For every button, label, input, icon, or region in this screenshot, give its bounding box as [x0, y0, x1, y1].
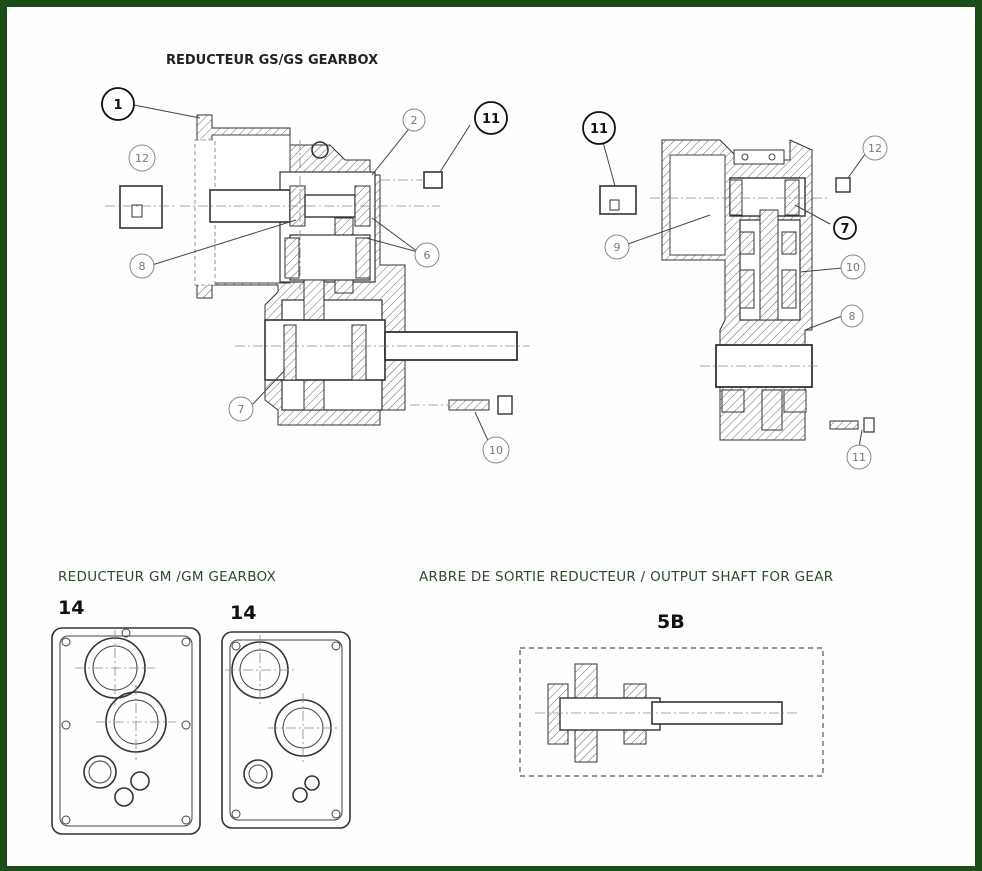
- callout-10: 10: [489, 444, 503, 457]
- callout-1: 1: [113, 98, 122, 113]
- callout-r-12: 12: [868, 142, 882, 155]
- callout-11: 11: [482, 112, 500, 127]
- callouts-right: 11 7 12 9 10 8 11: [582, 111, 888, 470]
- callout-12: 12: [135, 152, 149, 165]
- leader-lines-right: [602, 141, 869, 454]
- gm-gearbox-title: REDUCTEUR GM /GM GEARBOX: [58, 569, 276, 585]
- shaft-label: 5B: [657, 611, 685, 633]
- callout-r-8: 8: [849, 310, 856, 323]
- callout-6: 6: [424, 249, 431, 262]
- callout-2: 2: [411, 114, 418, 127]
- callout-8: 8: [139, 260, 146, 273]
- gm-plate-right: [221, 631, 351, 829]
- leader-lines-left: [133, 104, 491, 446]
- callout-r-10: 10: [846, 261, 860, 274]
- callout-r-9: 9: [614, 241, 621, 254]
- callout-r-7: 7: [840, 222, 849, 237]
- output-shaft-drawing: [519, 647, 824, 777]
- output-shaft-title: ARBRE DE SORTIE REDUCTEUR / OUTPUT SHAFT…: [419, 569, 833, 585]
- callouts-left: 1 11 2 12 8 6 7 10: [101, 87, 510, 464]
- gs-gearbox-right-section: [599, 139, 875, 441]
- gm-right-label: 14: [230, 602, 256, 624]
- callout-r-11b: 11: [852, 451, 866, 464]
- gm-plate-left: [51, 627, 201, 835]
- gm-left-label: 14: [58, 597, 84, 619]
- gs-gearbox-title: REDUCTEUR GS/GS GEARBOX: [166, 53, 378, 68]
- vent-plug-circle: [311, 141, 329, 159]
- callout-r-11: 11: [590, 122, 608, 137]
- gs-gearbox-left-section: [105, 114, 530, 426]
- callout-7: 7: [238, 403, 245, 416]
